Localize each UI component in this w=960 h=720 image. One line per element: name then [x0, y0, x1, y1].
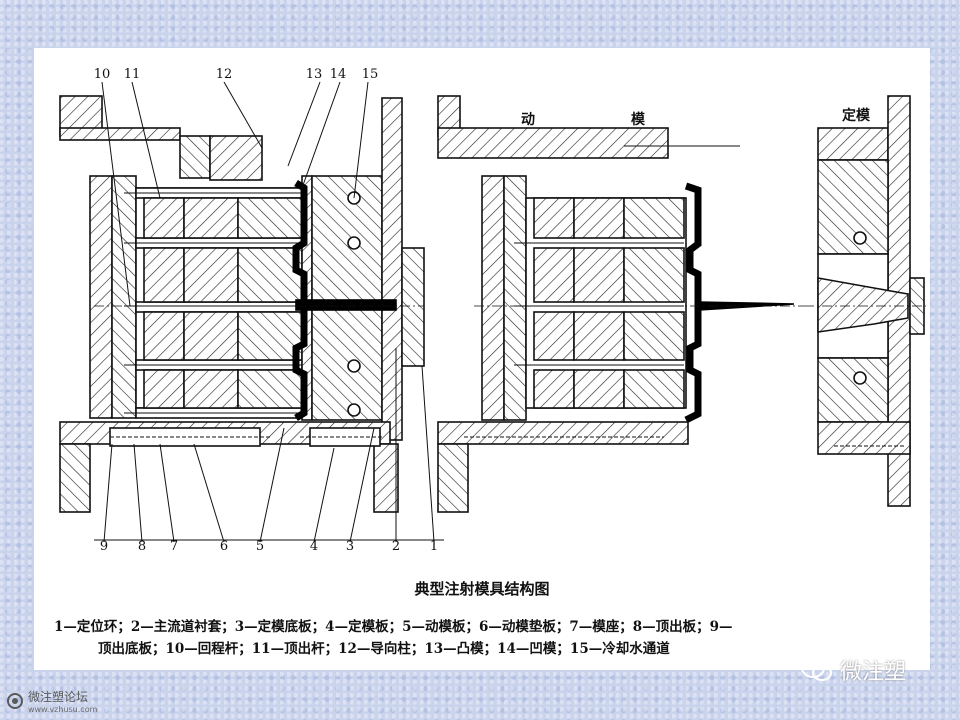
- fixed-half: [804, 95, 926, 507]
- forum-watermark: 微注塑论坛 www.vzhusu.com: [6, 688, 97, 714]
- label-moving-1: 动: [521, 111, 535, 128]
- legend-line-2: 顶出底板；10—回程杆；11—顶出杆；12—导向柱；13—凸模；14—凹模；15…: [98, 641, 670, 657]
- legend-line-1: 1—定位环；2—主流道衬套；3—定模底板；4—定模板；5—动模板；6—动模垫板；…: [54, 619, 733, 635]
- wechat-watermark: 微注塑: [800, 654, 906, 686]
- label-1: 1: [430, 539, 438, 554]
- forum-logo-icon: [7, 693, 23, 709]
- label-2: 2: [392, 539, 400, 554]
- parts-legend: 1—定位环；2—主流道衬套；3—定模底板；4—定模板；5—动模板；6—动模垫板；…: [54, 616, 914, 660]
- label-7: 7: [170, 539, 178, 554]
- label-5: 5: [256, 539, 264, 554]
- wechat-account-name: 微注塑: [840, 660, 907, 685]
- label-6: 6: [220, 539, 228, 554]
- part-labels: 10 11 12 13 14 15 9 8 7 6 5 4 3 2 1 动 模 …: [94, 67, 871, 554]
- label-13: 13: [306, 67, 323, 82]
- label-9: 9: [100, 539, 108, 554]
- slide: 10 11 12 13 14 15 9 8 7 6 5 4 3 2 1 动 模 …: [34, 48, 930, 670]
- label-11: 11: [124, 67, 141, 82]
- assembled-mold: [59, 81, 435, 543]
- diagram-caption: 典型注射模具结构图: [414, 580, 550, 598]
- forum-url: www.vzhusu.com: [28, 705, 98, 714]
- label-14: 14: [330, 67, 347, 82]
- label-3: 3: [346, 539, 354, 554]
- forum-name: 微注塑论坛: [28, 690, 89, 704]
- label-10: 10: [94, 67, 111, 82]
- wechat-icon: [801, 658, 832, 681]
- label-moving-2: 模: [631, 111, 646, 128]
- label-fixed: 定模: [842, 107, 871, 124]
- label-15: 15: [362, 67, 379, 82]
- label-12: 12: [216, 67, 233, 82]
- label-4: 4: [310, 539, 318, 554]
- mold-diagram: 10 11 12 13 14 15 9 8 7 6 5 4 3 2 1 动 模 …: [59, 67, 926, 554]
- moving-half: [437, 95, 804, 513]
- label-8: 8: [138, 539, 146, 554]
